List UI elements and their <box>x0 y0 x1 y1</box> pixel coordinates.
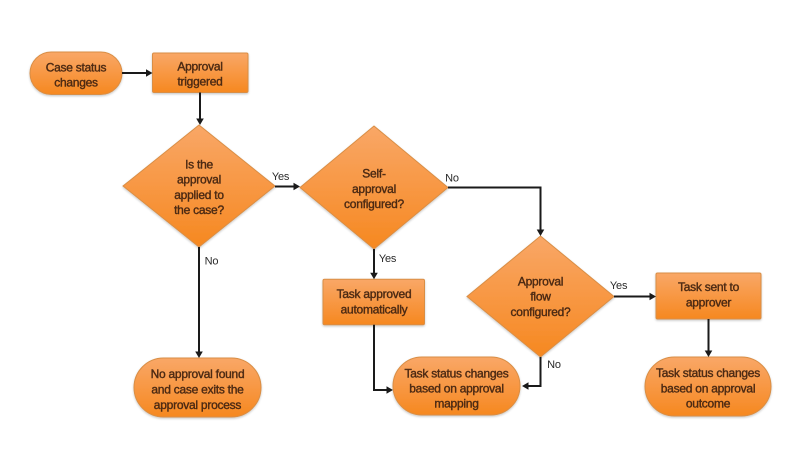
svg-text:mapping: mapping <box>434 396 478 410</box>
svg-text:approval: approval <box>177 173 221 187</box>
svg-text:No: No <box>547 359 561 371</box>
svg-text:Self-: Self- <box>362 167 386 181</box>
svg-text:Approval: Approval <box>518 274 563 288</box>
svg-text:approver: approver <box>686 295 732 309</box>
svg-text:based on approval: based on approval <box>409 381 504 395</box>
svg-text:configured?: configured? <box>511 305 572 319</box>
svg-text:Case status: Case status <box>46 60 107 74</box>
svg-text:flow: flow <box>530 290 551 304</box>
svg-text:approval: approval <box>352 182 396 196</box>
svg-text:and case exits the: and case exits the <box>151 382 244 396</box>
svg-text:applied to: applied to <box>174 188 224 202</box>
svg-text:No: No <box>205 256 219 268</box>
svg-text:configured?: configured? <box>344 197 405 211</box>
svg-text:Yes: Yes <box>610 280 628 292</box>
svg-text:No approval found: No approval found <box>151 367 245 381</box>
svg-text:Yes: Yes <box>272 171 290 183</box>
svg-text:changes: changes <box>54 76 98 90</box>
svg-text:Is the: Is the <box>185 157 213 171</box>
svg-text:Task approved: Task approved <box>337 287 412 301</box>
svg-text:Task status changes: Task status changes <box>656 366 760 380</box>
svg-text:outcome: outcome <box>686 396 731 410</box>
svg-text:triggered: triggered <box>177 74 222 88</box>
svg-text:No: No <box>445 172 459 184</box>
svg-text:Yes: Yes <box>379 253 397 265</box>
svg-text:automatically: automatically <box>341 302 408 316</box>
svg-text:Approval: Approval <box>177 59 222 73</box>
svg-text:Task sent to: Task sent to <box>678 280 740 294</box>
svg-text:the case?: the case? <box>174 203 224 217</box>
svg-text:Task status changes: Task status changes <box>405 366 509 380</box>
svg-text:approval process: approval process <box>154 398 242 412</box>
svg-text:based on approval: based on approval <box>661 381 756 395</box>
